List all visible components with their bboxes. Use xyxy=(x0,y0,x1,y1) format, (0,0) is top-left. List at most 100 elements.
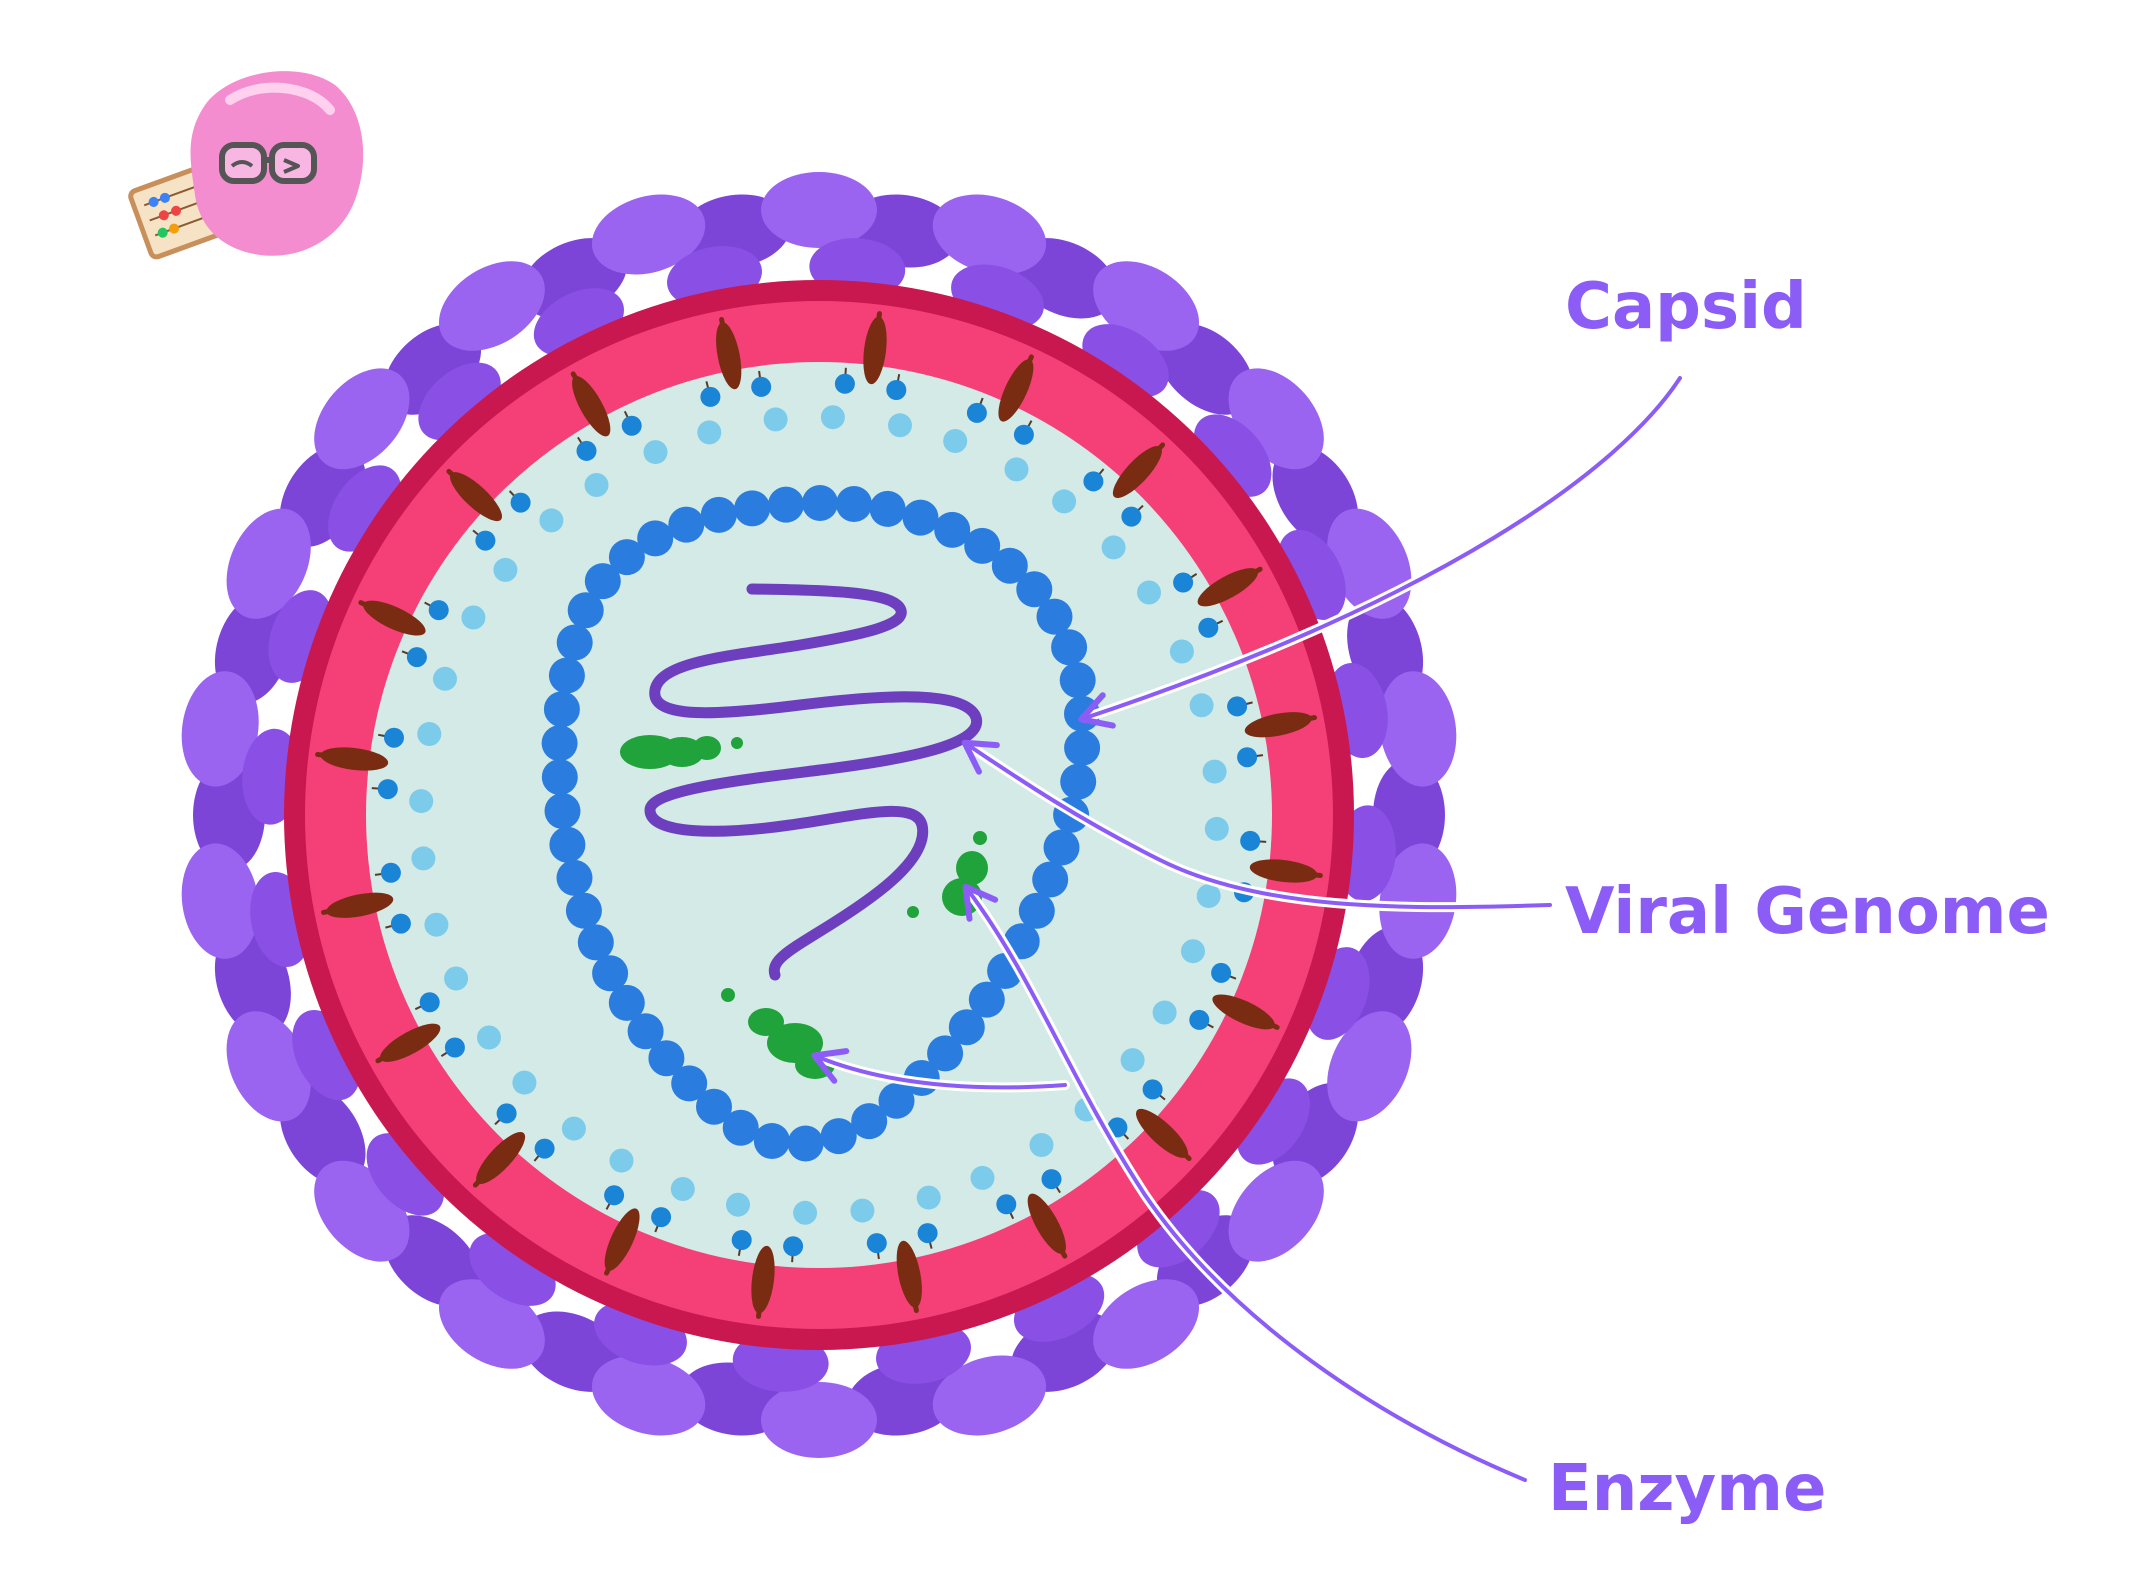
lipid-head-light xyxy=(850,1198,875,1223)
capsid-bead xyxy=(787,1125,824,1162)
capsid-bead xyxy=(584,563,621,600)
envelope-protein-bump xyxy=(1379,843,1457,959)
envelope-protein-bump xyxy=(226,508,311,619)
capsid-bead xyxy=(1059,662,1096,699)
glycoprotein-spike xyxy=(476,1131,526,1185)
glycoprotein-stem xyxy=(570,371,581,386)
glycoprotein-spike xyxy=(1027,1193,1066,1254)
capsid-bead xyxy=(820,1118,857,1155)
glycoprotein-stem xyxy=(1179,1149,1192,1162)
lipid-head-dark xyxy=(1121,506,1142,527)
lipid-head-light xyxy=(1137,580,1161,605)
capsid-bead xyxy=(556,624,593,661)
enzyme-label: Enzyme xyxy=(1548,1452,1827,1526)
capsid-bead xyxy=(1032,861,1069,898)
lipid-head-dark xyxy=(651,1207,672,1228)
glycoprotein-stem xyxy=(604,1261,614,1276)
envelope-protein-bump xyxy=(591,1355,706,1436)
envelope-protein-bump xyxy=(438,261,545,351)
lipid-head-light xyxy=(888,413,912,438)
capsid-bead xyxy=(627,1013,664,1050)
glycoprotein-stem xyxy=(1057,1244,1068,1259)
lipid-head-dark xyxy=(966,402,987,423)
capsid-bead xyxy=(1016,571,1053,608)
lipid-head-dark xyxy=(380,862,401,883)
glycoprotein-stem xyxy=(321,908,336,915)
lipid-head-dark xyxy=(621,415,642,436)
capsid-bead xyxy=(734,490,771,527)
capsid-bead xyxy=(541,759,578,796)
lipid-head-dark xyxy=(1211,962,1232,983)
lipid-head-dark xyxy=(1240,830,1261,851)
capsid-bead xyxy=(968,981,1005,1018)
lipid-head-dark xyxy=(1198,617,1219,638)
envelope-protein-bump xyxy=(181,671,259,787)
glycoprotein-stem xyxy=(756,1303,763,1319)
lipid-head-light xyxy=(643,440,668,465)
lipid-head-light xyxy=(561,1116,586,1141)
capsid-bead xyxy=(1043,829,1080,866)
capsid-bead xyxy=(869,490,906,527)
lipid-head-light xyxy=(477,1025,501,1050)
glycoprotein-spike xyxy=(1212,994,1275,1030)
lipid-head-dark xyxy=(700,386,721,407)
glycoprotein-stem xyxy=(472,1175,485,1188)
glycoprotein-spike xyxy=(1244,712,1312,738)
envelope-protein-bump xyxy=(1379,671,1457,787)
lipid-head-light xyxy=(670,1177,695,1201)
capsid-bead xyxy=(696,1088,732,1125)
lipid-head-light xyxy=(820,405,845,430)
capsid-bead xyxy=(567,592,604,629)
glycoprotein-stem xyxy=(446,468,459,481)
glycoprotein-stem xyxy=(315,752,331,759)
lipid-head-light xyxy=(444,966,469,991)
glycoprotein-spikes xyxy=(315,311,1323,1319)
lipid-head-light xyxy=(609,1148,634,1173)
lipid-head-light xyxy=(493,557,518,582)
glycoprotein-spike xyxy=(998,359,1034,422)
lipid-head-light xyxy=(1152,1000,1177,1025)
glycoprotein-spike xyxy=(716,322,742,390)
capsid-bead xyxy=(964,527,1001,564)
lipid-head-dark xyxy=(406,647,427,668)
lipid-head-light xyxy=(433,666,457,691)
envelope-protein-bump xyxy=(591,194,706,275)
lipid-head-light xyxy=(1120,1048,1145,1073)
capsid-bead xyxy=(1018,892,1055,929)
lipid-head-dark xyxy=(731,1230,752,1250)
capsid-bead xyxy=(851,1103,888,1140)
capsid-bead xyxy=(541,725,578,762)
lipid-head-dark xyxy=(866,1233,887,1254)
lipid-head-dark xyxy=(510,492,531,513)
capsid-bead xyxy=(1036,598,1073,635)
capsid-bead xyxy=(722,1109,759,1146)
lipid-head-dark xyxy=(576,440,597,461)
capsid-bead xyxy=(1064,729,1101,766)
capsid-bead xyxy=(548,657,585,694)
envelope-protein-bump xyxy=(226,1011,311,1122)
capsid-bead xyxy=(577,924,614,961)
lipid-head-light xyxy=(411,846,436,871)
glycoprotein-spike xyxy=(326,892,394,918)
lipid-head-dark xyxy=(384,727,404,748)
capsid-bead xyxy=(948,1009,985,1046)
glycoprotein-spike xyxy=(380,1023,441,1062)
lipid-head-light xyxy=(943,429,968,453)
lipid-head-light xyxy=(424,912,449,937)
lipid-head-light xyxy=(726,1192,750,1217)
lipid-head-dark xyxy=(751,376,772,397)
viral-genome-strand xyxy=(644,583,983,981)
capsid-bead xyxy=(934,511,971,548)
envelope-protein-bump xyxy=(314,368,410,470)
envelope-protein-bump xyxy=(932,1355,1047,1436)
glycoprotein-spike xyxy=(1249,859,1318,883)
enzyme-cluster-1 xyxy=(620,735,743,769)
lipid-head-light xyxy=(417,722,442,746)
envelope-protein-bump xyxy=(761,1382,877,1458)
glycoprotein-stem xyxy=(875,311,882,327)
lipid-head-dark xyxy=(1041,1169,1062,1190)
glycoprotein-spike xyxy=(896,1240,922,1308)
capsid-bead xyxy=(1051,629,1088,666)
lipid-head-light xyxy=(1169,639,1194,664)
capsid-bead xyxy=(753,1123,790,1159)
